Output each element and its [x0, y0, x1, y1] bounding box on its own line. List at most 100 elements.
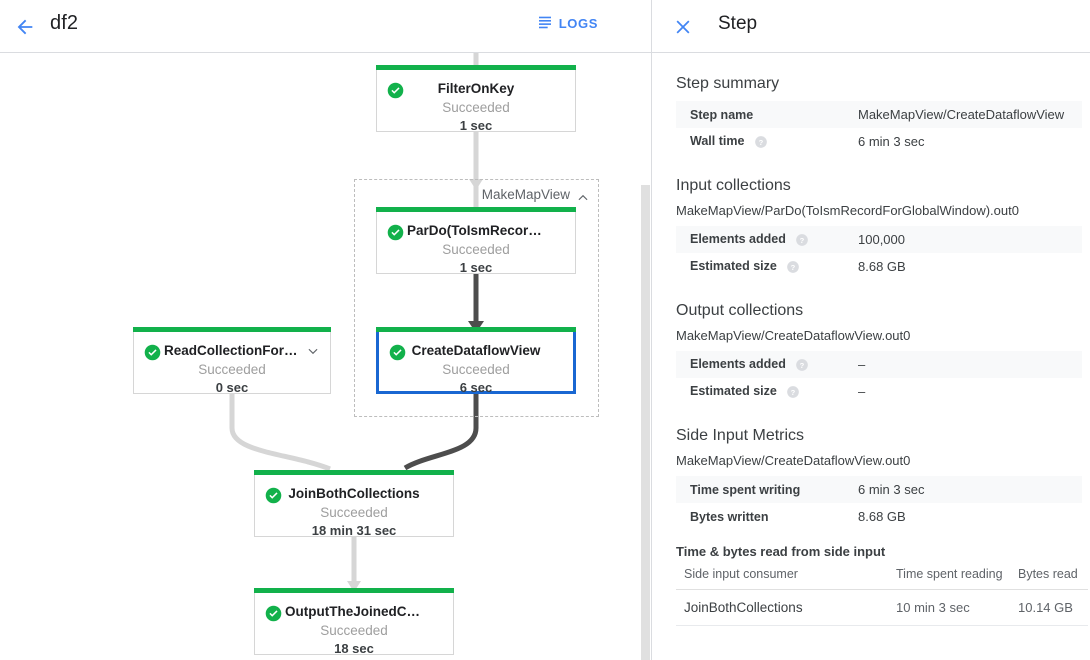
- logs-list-icon: [537, 14, 553, 33]
- table-row: Time spent writing 6 min 3 sec: [676, 476, 1082, 503]
- node-duration: 18 min 31 sec: [311, 523, 397, 538]
- node-name: ReadCollectionForJoin: [164, 343, 312, 358]
- node-duration: 1 sec: [459, 260, 493, 275]
- node-status: Succeeded: [442, 242, 510, 257]
- check-circle-icon: [387, 224, 404, 241]
- node-status: Succeeded: [442, 362, 510, 377]
- node-name: FilterOnKey: [437, 81, 515, 96]
- section-heading-input-collections: Input collections: [676, 177, 791, 194]
- svg-text:?: ?: [791, 263, 796, 272]
- svg-text:?: ?: [800, 236, 805, 245]
- check-circle-icon: [389, 344, 406, 361]
- row-value: 6 min 3 sec: [858, 482, 925, 497]
- row-label-text: Elements added: [690, 357, 786, 372]
- graph-scrollbar[interactable]: [640, 53, 651, 660]
- page-title: df2: [50, 12, 79, 34]
- help-icon[interactable]: ?: [795, 233, 809, 247]
- close-icon[interactable]: [670, 14, 696, 40]
- table-row: JoinBothCollections 10 min 3 sec 10.14 G…: [676, 589, 1088, 626]
- check-circle-icon: [265, 487, 282, 504]
- row-label: Estimated size ?: [676, 253, 844, 280]
- row-label: Elements added ?: [676, 226, 844, 253]
- job-graph-pane: df2 LOGS: [0, 0, 651, 660]
- node-status: Succeeded: [320, 505, 388, 520]
- help-icon[interactable]: ?: [754, 135, 768, 149]
- row-value: –: [858, 384, 866, 399]
- row-label: Step name: [690, 107, 754, 122]
- node-status-bar: [254, 470, 454, 475]
- graph-scrollbar-thumb[interactable]: [641, 185, 650, 660]
- help-icon[interactable]: ?: [786, 385, 800, 399]
- table-row: Bytes written 8.68 GB: [676, 503, 1082, 530]
- svg-text:?: ?: [791, 388, 796, 397]
- logs-button[interactable]: LOGS: [537, 14, 598, 33]
- step-panel-title: Step: [718, 13, 758, 34]
- output-collection-name: MakeMapView/CreateDataflowView.out0: [676, 328, 911, 343]
- input-collection-name: MakeMapView/ParDo(ToIsmRecordForGlobalWi…: [676, 203, 1019, 218]
- side-input-collection-name: MakeMapView/CreateDataflowView.out0: [676, 453, 911, 468]
- section-heading-step-summary: Step summary: [676, 75, 780, 92]
- job-graph-canvas[interactable]: MakeMapView FilterOnKey Succeeded: [0, 53, 651, 660]
- table-row: Estimated size ? 8.68 GB: [676, 253, 1082, 280]
- node-duration: 1 sec: [459, 118, 493, 133]
- row-label: Bytes written: [690, 509, 769, 524]
- step-details-pane: Step Step summary Step name MakeMapView/…: [652, 0, 1090, 660]
- node-name: CreateDataflowView: [411, 343, 541, 358]
- node-name: ParDo(ToIsmRecordFor…: [407, 223, 572, 238]
- input-collections-table: Elements added ? 100,000 Estimated size: [676, 226, 1082, 280]
- node-name: OutputTheJoinedCollec…: [285, 604, 451, 619]
- node-status-bar: [376, 207, 576, 212]
- cell-time-spent-reading: 10 min 3 sec: [888, 589, 1010, 626]
- check-circle-icon: [144, 344, 161, 361]
- row-value: 8.68 GB: [858, 259, 906, 274]
- table-row: Elements added ? 100,000: [676, 226, 1082, 253]
- logs-button-label: LOGS: [558, 16, 598, 31]
- row-value: –: [858, 357, 866, 372]
- check-circle-icon: [387, 82, 404, 99]
- help-icon[interactable]: ?: [786, 260, 800, 274]
- graph-node-create-dataflow-view[interactable]: CreateDataflowView Succeeded 6 sec: [376, 327, 576, 395]
- graph-node-join-both-collections[interactable]: JoinBothCollections Succeeded 18 min 31 …: [254, 470, 454, 538]
- node-name: JoinBothCollections: [288, 486, 420, 501]
- node-status: Succeeded: [320, 623, 388, 638]
- graph-edges: [225, 53, 484, 593]
- node-status-bar: [133, 327, 331, 332]
- row-value: 100,000: [858, 232, 905, 247]
- check-circle-icon: [265, 605, 282, 622]
- step-summary-table: Step name MakeMapView/CreateDataflowView…: [676, 101, 1082, 155]
- job-graph-header: df2 LOGS: [0, 0, 651, 53]
- row-label: Time spent writing: [690, 482, 801, 497]
- row-label-text: Elements added: [690, 232, 786, 247]
- column-header-bytes-read: Bytes read: [1010, 563, 1088, 590]
- help-icon[interactable]: ?: [795, 358, 809, 372]
- group-makemapview[interactable]: MakeMapView: [354, 179, 599, 417]
- pane-divider: [651, 0, 652, 660]
- step-panel-body: Step summary Step name MakeMapView/Creat…: [652, 53, 1090, 660]
- step-panel-header: Step: [652, 0, 1090, 53]
- cell-side-input-consumer: JoinBothCollections: [676, 589, 888, 626]
- graph-node-read-collection-for-join[interactable]: ReadCollectionForJoin Succeeded 0 sec: [133, 327, 331, 395]
- group-label: MakeMapView: [481, 187, 570, 202]
- side-input-metrics-table: Time spent writing 6 min 3 sec Bytes wri…: [676, 476, 1082, 530]
- table-row: Elements added ? –: [676, 351, 1082, 378]
- cell-bytes-read: 10.14 GB: [1010, 589, 1088, 626]
- row-label-text: Estimated size: [690, 259, 777, 274]
- column-header-side-input-consumer: Side input consumer: [676, 563, 888, 590]
- graph-node-output-the-joined-collec[interactable]: OutputTheJoinedCollec… Succeeded 18 sec: [254, 588, 454, 656]
- node-status-bar: [376, 327, 576, 332]
- arrow-left-icon[interactable]: [8, 10, 42, 44]
- node-status: Succeeded: [442, 100, 510, 115]
- table-row: Wall time ? 6 min 3 sec: [676, 128, 1082, 155]
- graph-node-filter-on-key[interactable]: FilterOnKey Succeeded 1 sec: [376, 65, 576, 133]
- row-value: 8.68 GB: [858, 509, 906, 524]
- output-collections-table: Elements added ? – Estimated size: [676, 351, 1082, 405]
- chevron-up-icon[interactable]: [576, 191, 590, 205]
- node-status-bar: [376, 65, 576, 70]
- row-label: Estimated size ?: [676, 378, 844, 405]
- chevron-down-icon[interactable]: [306, 344, 320, 358]
- node-duration: 18 sec: [334, 641, 374, 656]
- graph-node-pardo-toismrecordfor[interactable]: ParDo(ToIsmRecordFor… Succeeded 1 sec: [376, 207, 576, 275]
- table-row: Step name MakeMapView/CreateDataflowView: [676, 101, 1082, 128]
- row-value: MakeMapView/CreateDataflowView: [858, 107, 1065, 122]
- node-status: Succeeded: [198, 362, 266, 377]
